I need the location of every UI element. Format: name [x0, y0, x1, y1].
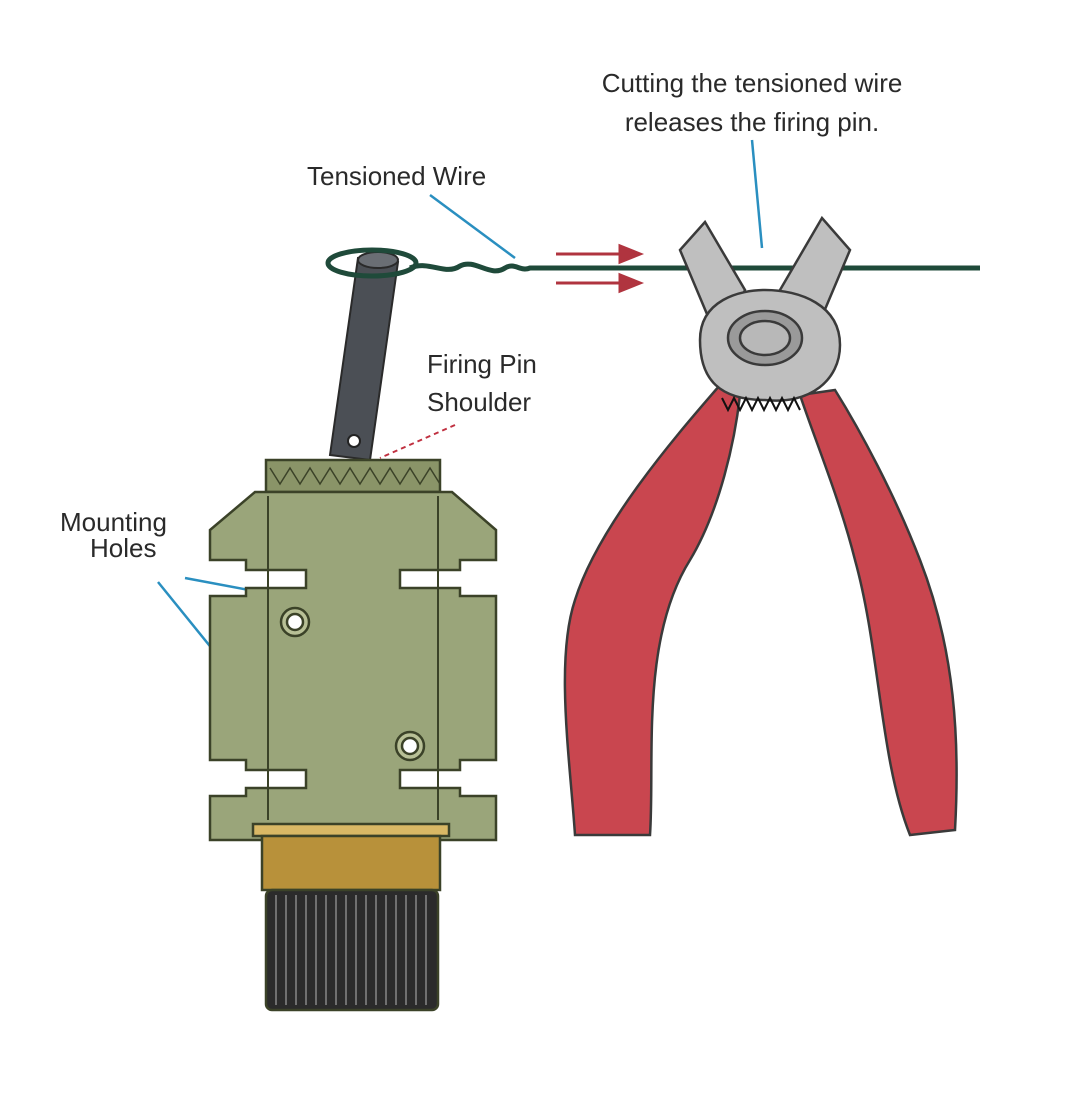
right-handle — [798, 388, 958, 837]
label-mounting-line1: Mounting — [60, 507, 167, 537]
leader-firing-pin-shoulder — [379, 424, 456, 459]
label-tensioned-wire: Tensioned Wire — [307, 161, 486, 191]
wire-cutter-pliers — [563, 215, 958, 837]
label-mounting-line2: Holes — [90, 533, 156, 563]
spring — [721, 395, 801, 413]
brass-ring-top — [251, 822, 451, 838]
knurled-cap — [264, 458, 442, 494]
base-knurling — [275, 895, 427, 1005]
left-handle — [563, 383, 742, 837]
leader-tensioned-wire — [429, 193, 516, 260]
label-cutting-line1: Cutting the tensioned wire — [602, 68, 903, 98]
label-firing-pin-line1: Firing Pin — [427, 349, 537, 379]
knurled-base — [264, 888, 440, 1012]
leader-cutting — [750, 139, 764, 249]
label-firing-pin-line2: Shoulder — [427, 387, 531, 417]
label-cutting-line2: releases the firing pin. — [625, 107, 879, 137]
brass-ring — [260, 834, 442, 892]
tensioned-wire — [325, 247, 980, 279]
firing-pin — [328, 251, 400, 462]
pull-arrows — [556, 243, 645, 294]
device-body — [208, 458, 498, 1012]
